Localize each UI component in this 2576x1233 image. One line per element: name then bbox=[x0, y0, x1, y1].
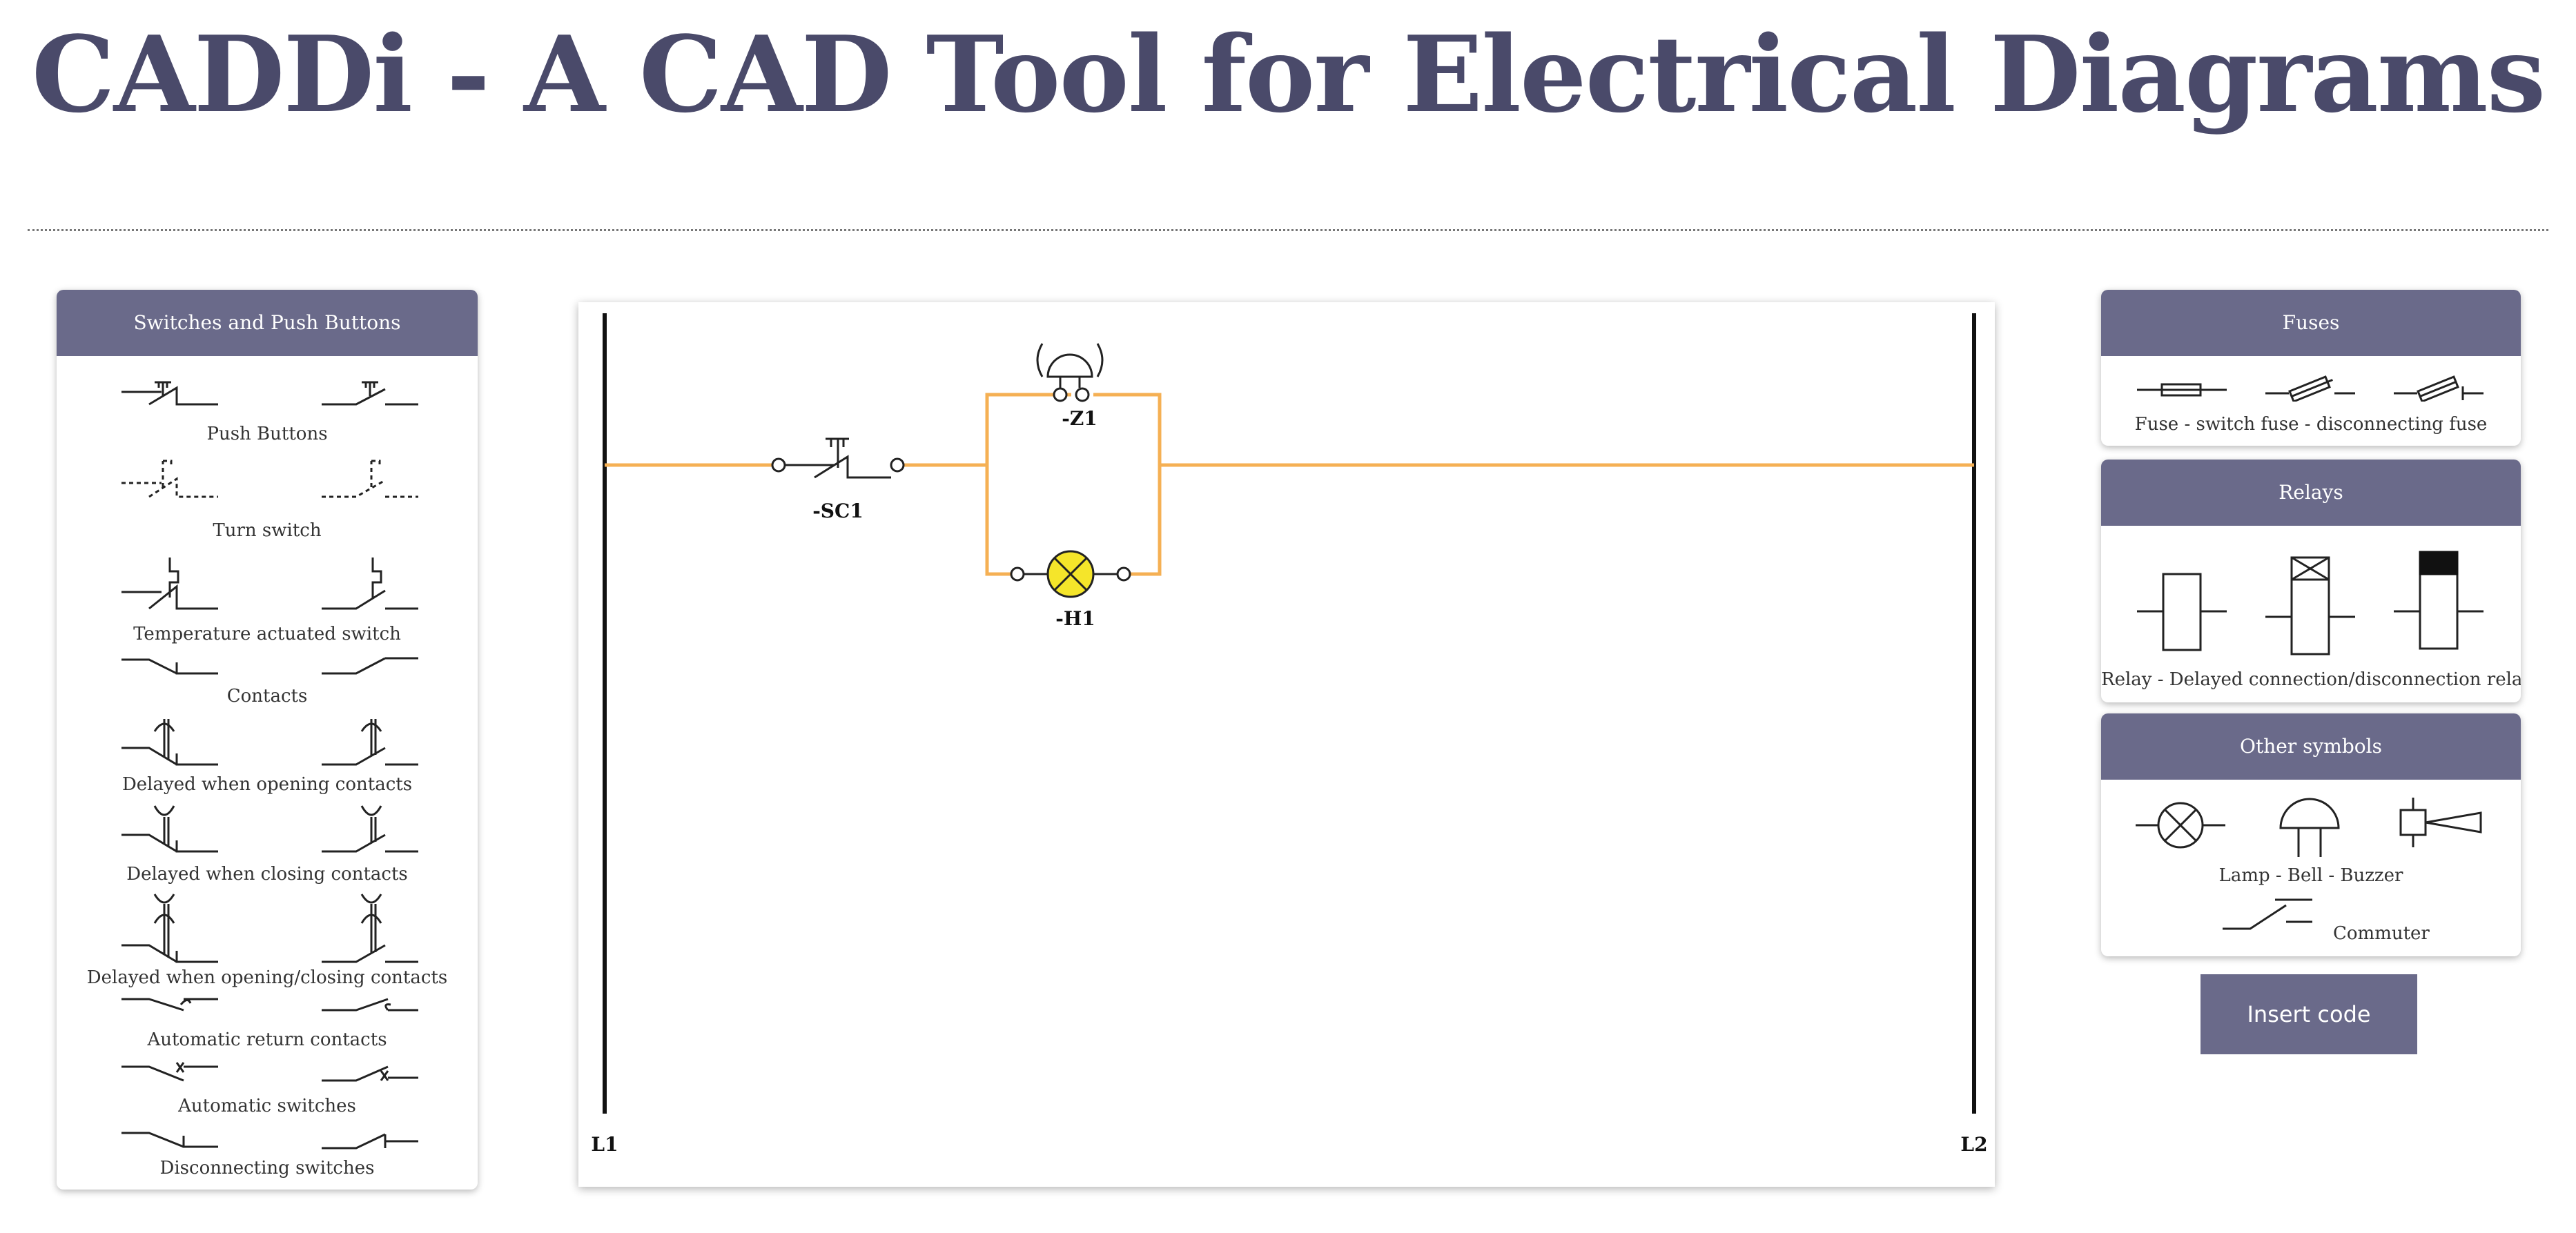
delayed-open-close-nc-symbol[interactable] bbox=[121, 890, 218, 966]
turn-switch-label: Turn switch bbox=[213, 520, 322, 541]
ladder-diagram[interactable]: -SC1 -Z1 -H1 L1 L2 bbox=[578, 302, 1995, 1187]
label-z1: -Z1 bbox=[1062, 407, 1097, 430]
turn-switch-nc-symbol[interactable] bbox=[121, 455, 218, 511]
automatic-switch-nc-symbol[interactable] bbox=[121, 1057, 218, 1092]
disconnecting-fuse-symbol[interactable] bbox=[2394, 374, 2484, 402]
label-sc1: -SC1 bbox=[812, 500, 863, 522]
component-h1-lamp[interactable] bbox=[1010, 550, 1131, 598]
wires bbox=[605, 393, 1974, 576]
delayed-disconnection-relay-symbol[interactable] bbox=[2394, 549, 2484, 653]
delayed-opening-nc-symbol[interactable] bbox=[121, 712, 218, 774]
delayed-connection-relay-symbol[interactable] bbox=[2265, 555, 2355, 658]
automatic-return-no-symbol[interactable] bbox=[322, 992, 418, 1020]
fuses-panel-header: Fuses bbox=[2101, 290, 2521, 356]
other-symbols-panel: Other symbols Lamp - Bell - Buzzer Commu… bbox=[2101, 713, 2521, 956]
header-divider bbox=[28, 229, 2548, 231]
push-button-no-symbol[interactable] bbox=[322, 374, 418, 415]
label-l1: L1 bbox=[591, 1133, 618, 1156]
contacts-label: Contacts bbox=[226, 686, 308, 707]
component-sc1-pushbutton[interactable] bbox=[771, 437, 905, 479]
fuse-symbol[interactable] bbox=[2137, 379, 2227, 400]
label-h1: -H1 bbox=[1055, 607, 1095, 630]
disconnecting-switch-no-symbol[interactable] bbox=[322, 1123, 418, 1158]
automatic-switch-no-symbol[interactable] bbox=[322, 1057, 418, 1092]
automatic-return-nc-symbol[interactable] bbox=[121, 992, 218, 1020]
relays-panel: Relays Relay - Delayed connection/discon… bbox=[2101, 460, 2521, 702]
page-title: CADDi - A CAD Tool for Electrical Diagra… bbox=[31, 12, 2546, 136]
insert-code-button[interactable]: Insert code bbox=[2201, 974, 2417, 1054]
other-symbols-panel-header: Other symbols bbox=[2101, 713, 2521, 780]
push-buttons-label: Push Buttons bbox=[206, 424, 328, 444]
contact-nc-symbol[interactable] bbox=[121, 649, 218, 683]
label-l2: L2 bbox=[1960, 1133, 1987, 1156]
temperature-switch-nc-symbol[interactable] bbox=[121, 551, 218, 620]
other-symbols-caption: Lamp - Bell - Buzzer bbox=[2218, 865, 2403, 886]
turn-switch-no-symbol[interactable] bbox=[322, 455, 418, 511]
delayed-open-close-no-symbol[interactable] bbox=[322, 890, 418, 966]
temperature-switch-label: Temperature actuated switch bbox=[133, 624, 401, 644]
buzzer-symbol[interactable] bbox=[2394, 795, 2484, 850]
delayed-closing-no-symbol[interactable] bbox=[322, 800, 418, 862]
commuter-label: Commuter bbox=[2333, 923, 2430, 944]
switch-fuse-symbol[interactable] bbox=[2265, 374, 2355, 402]
delayed-closing-label: Delayed when closing contacts bbox=[126, 864, 408, 885]
push-button-nc-symbol[interactable] bbox=[121, 374, 218, 415]
component-z1-bell[interactable] bbox=[1036, 343, 1104, 402]
temperature-switch-no-symbol[interactable] bbox=[322, 551, 418, 620]
switches-panel-header: Switches and Push Buttons bbox=[57, 290, 478, 356]
disconnecting-switches-label: Disconnecting switches bbox=[159, 1158, 375, 1178]
disconnecting-switch-nc-symbol[interactable] bbox=[121, 1123, 218, 1158]
delayed-open-close-label: Delayed when opening/closing contacts bbox=[86, 967, 448, 988]
automatic-switches-label: Automatic switches bbox=[178, 1096, 356, 1116]
contact-no-symbol[interactable] bbox=[322, 649, 418, 683]
delayed-opening-no-symbol[interactable] bbox=[322, 712, 418, 774]
bell-symbol[interactable] bbox=[2275, 796, 2344, 858]
fuses-panel: Fuses Fuse - switch fuse - disconnecting… bbox=[2101, 290, 2521, 446]
relays-panel-header: Relays bbox=[2101, 460, 2521, 526]
delayed-opening-label: Delayed when opening contacts bbox=[121, 774, 413, 795]
switches-panel: Switches and Push Buttons Push Buttons T… bbox=[57, 290, 478, 1190]
relay-symbol[interactable] bbox=[2137, 571, 2227, 654]
delayed-closing-nc-symbol[interactable] bbox=[121, 800, 218, 862]
diagram-canvas[interactable]: -SC1 -Z1 -H1 L1 L2 bbox=[578, 302, 1995, 1187]
commuter-symbol[interactable] bbox=[2223, 896, 2312, 934]
lamp-symbol[interactable] bbox=[2136, 798, 2225, 853]
fuses-caption: Fuse - switch fuse - disconnecting fuse bbox=[2134, 414, 2488, 435]
relays-caption: Relay - Delayed connection/disconnection… bbox=[2101, 669, 2521, 690]
automatic-return-label: Automatic return contacts bbox=[147, 1029, 387, 1050]
